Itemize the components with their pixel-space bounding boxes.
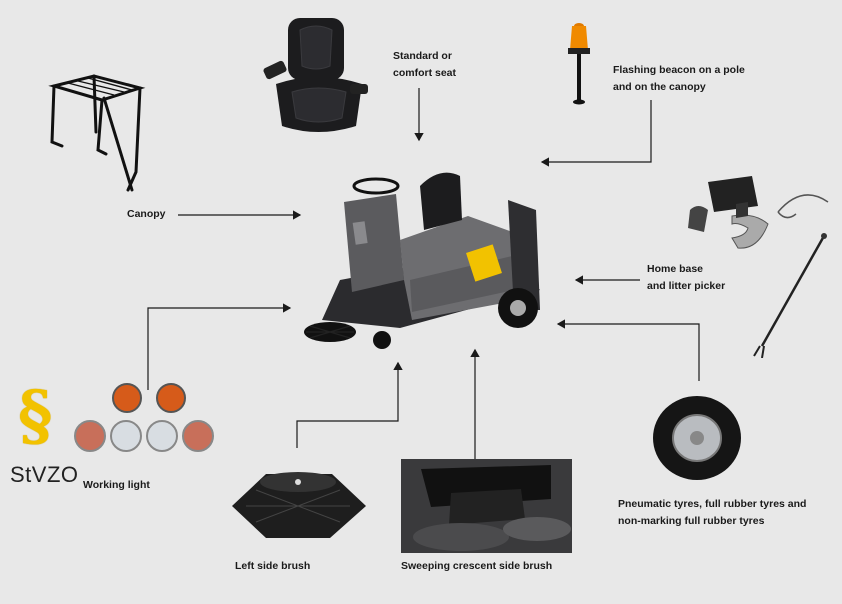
crescent-brush-image: [401, 459, 572, 553]
canopy-image: [48, 74, 146, 192]
label-seat: Standard or comfort seat: [393, 50, 457, 79]
stvzo-text: StVZO: [10, 462, 79, 487]
home-base-image: [688, 176, 829, 358]
beacon-image: [568, 23, 590, 105]
label-home-base: Home base and litter picker: [647, 263, 726, 292]
stvzo-paragraph-icon: §: [18, 376, 53, 454]
label-beacon: Flashing beacon on a pole and on the can…: [613, 64, 745, 93]
arrow-working-light: [147, 303, 292, 390]
arrow-beacon: [540, 100, 652, 167]
label-left-brush: Left side brush: [235, 560, 311, 572]
label-crescent-brush: Sweeping crescent side brush: [401, 560, 553, 572]
arrow-left-brush: [296, 361, 403, 448]
seat-image: [263, 18, 368, 132]
label-tyres: Pneumatic tyres, full rubber tyres and n…: [618, 498, 807, 527]
arrow-tyres: [556, 319, 700, 381]
sweeper-machine-image: [304, 172, 540, 349]
label-canopy: Canopy: [127, 208, 166, 220]
tyre-image: [653, 396, 741, 480]
working-light-image: [74, 383, 214, 452]
label-working-light: Working light: [83, 479, 150, 491]
left-side-brush-image: [232, 472, 366, 538]
